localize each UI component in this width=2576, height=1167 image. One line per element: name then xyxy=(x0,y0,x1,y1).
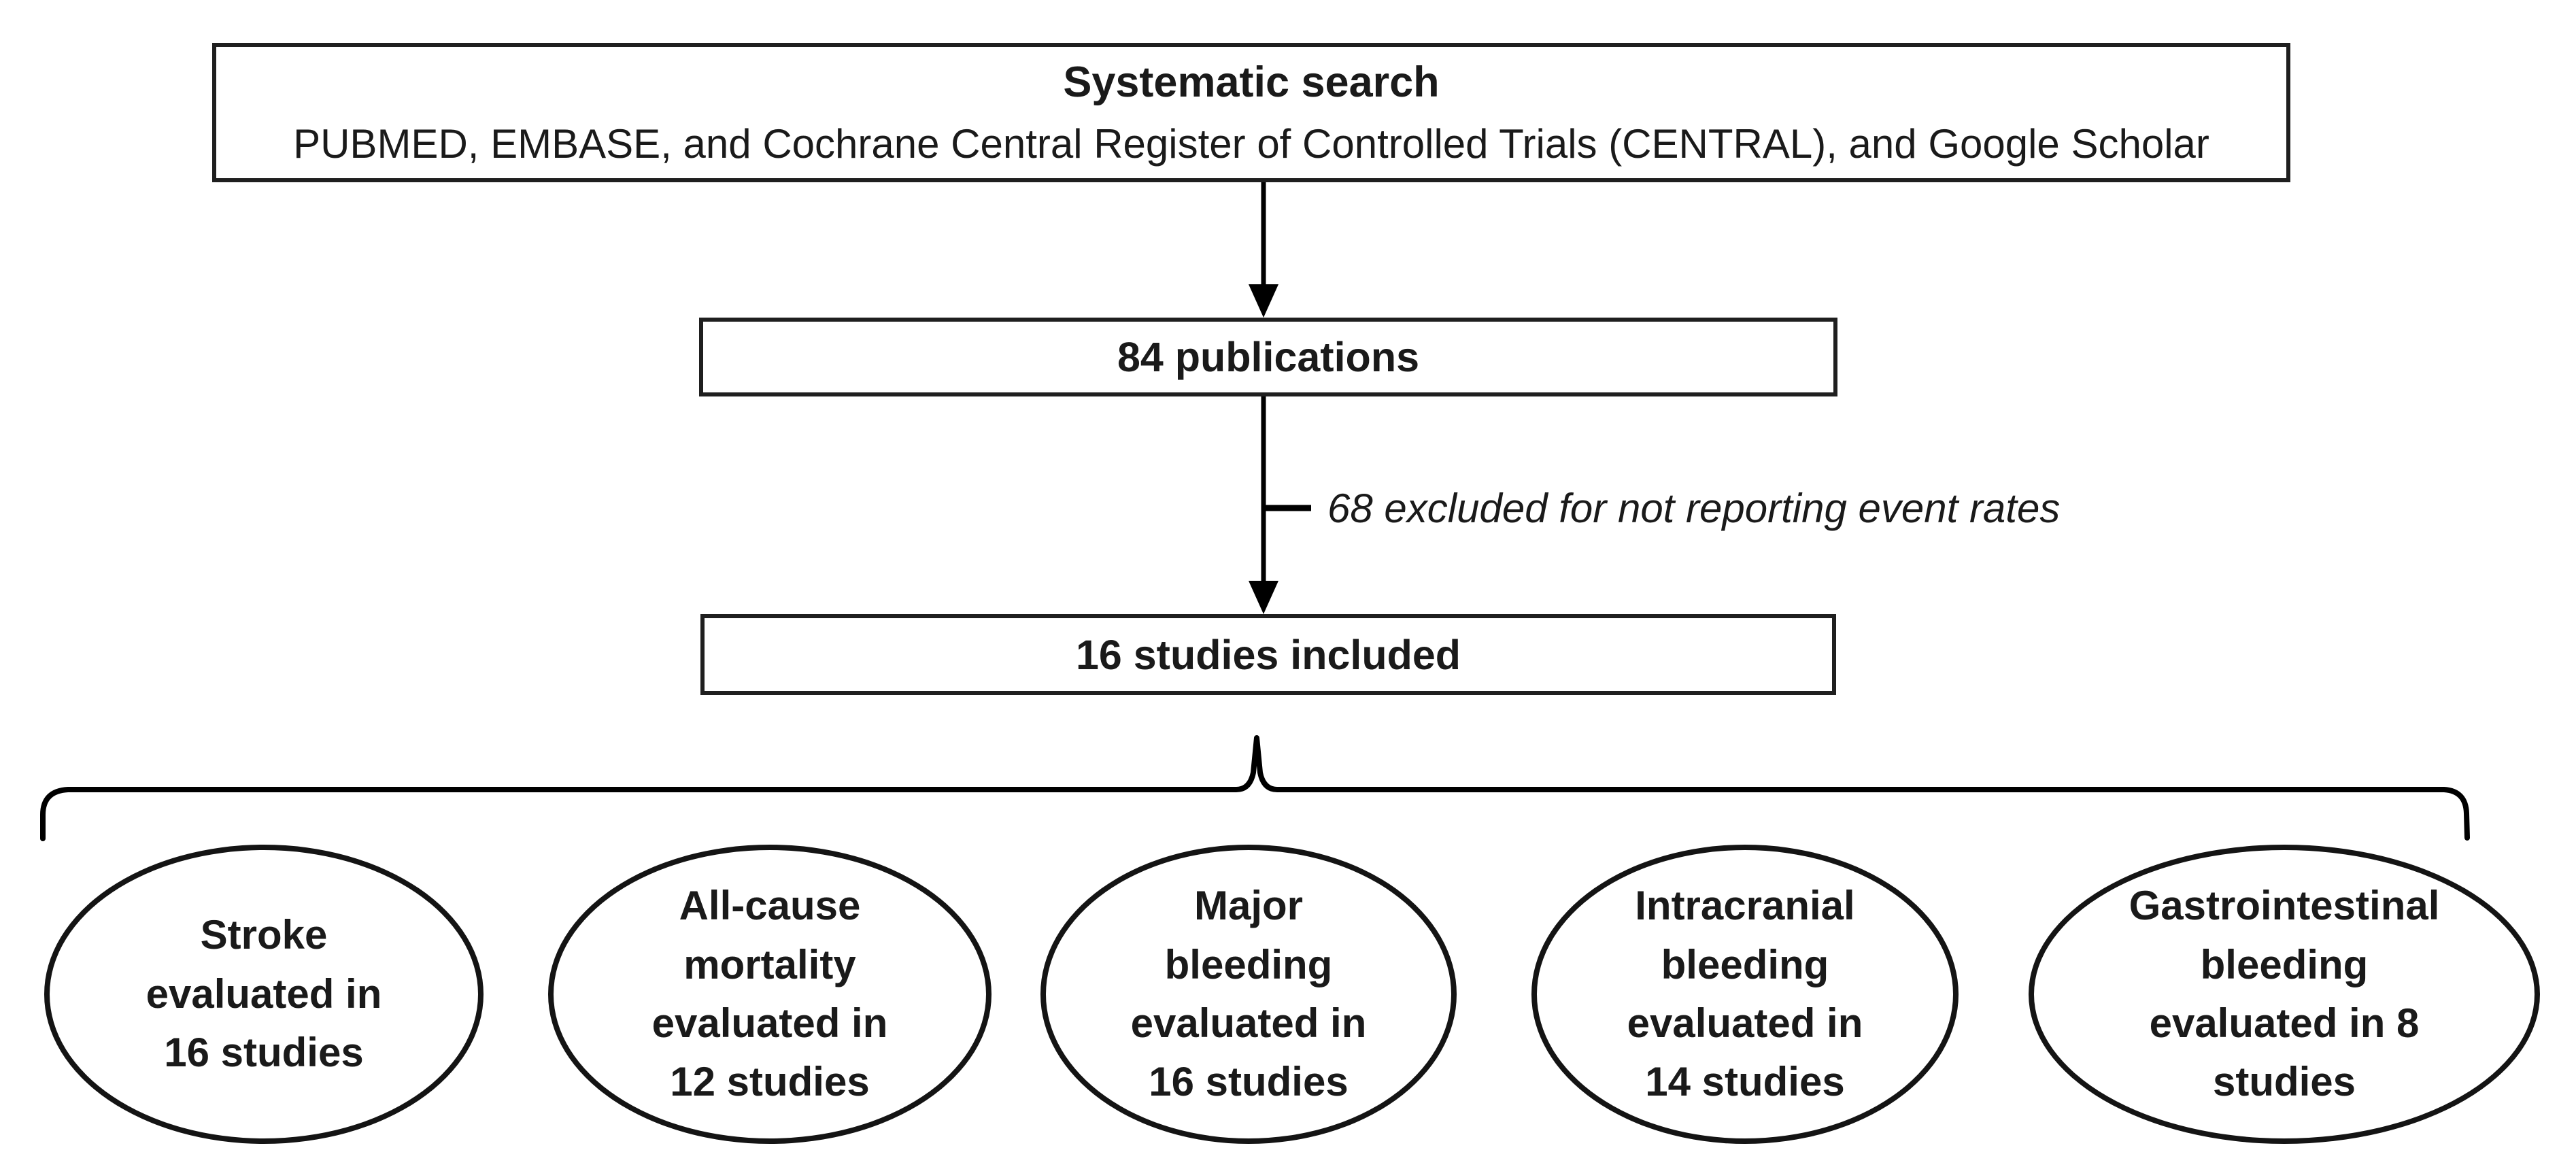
outcome-ellipse-intracranial-bleeding-label: Intracranial bleeding evaluated in 14 st… xyxy=(1627,883,1863,1105)
outcome-ellipse-major-bleeding: Major bleeding evaluated in 16 studies xyxy=(1040,845,1457,1144)
included-label: 16 studies included xyxy=(1075,631,1461,678)
outcome-ellipse-stroke: Stroke evaluated in 16 studies xyxy=(44,845,484,1144)
exclusion-note: 68 excluded for not reporting event rate… xyxy=(1327,485,2061,531)
outcome-ellipse-intracranial-bleeding: Intracranial bleeding evaluated in 14 st… xyxy=(1531,845,1959,1144)
brace xyxy=(40,735,2470,841)
outcome-ellipse-all-cause-mortality: All-cause mortality evaluated in 12 stud… xyxy=(548,845,992,1144)
systematic-search-box: Systematic search PUBMED, EMBASE, and Co… xyxy=(212,43,2290,182)
arrow-publications-to-included-head xyxy=(1249,581,1278,614)
included-box: 16 studies included xyxy=(700,614,1836,695)
outcome-ellipse-gastrointestinal-bleeding-label: Gastrointestinal bleeding evaluated in 8… xyxy=(2129,883,2440,1105)
systematic-search-subtitle: PUBMED, EMBASE, and Cochrane Central Reg… xyxy=(293,120,2209,167)
publications-label: 84 publications xyxy=(1117,334,1420,380)
outcome-ellipse-stroke-label: Stroke evaluated in 16 studies xyxy=(146,912,382,1076)
arrow-search-to-publications-head xyxy=(1249,284,1278,318)
outcome-ellipse-gastrointestinal-bleeding: Gastrointestinal bleeding evaluated in 8… xyxy=(2029,845,2540,1144)
systematic-search-title: Systematic search xyxy=(1063,58,1440,107)
publications-box: 84 publications xyxy=(699,318,1837,396)
outcome-ellipse-all-cause-mortality-label: All-cause mortality evaluated in 12 stud… xyxy=(651,883,888,1105)
outcome-ellipse-major-bleeding-label: Major bleeding evaluated in 16 studies xyxy=(1130,883,1367,1105)
